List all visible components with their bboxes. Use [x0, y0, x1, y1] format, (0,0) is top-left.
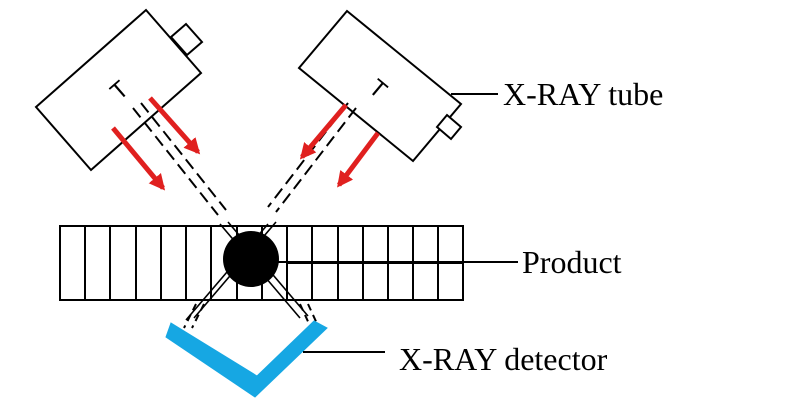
right-x-ray-tube: T	[297, 9, 463, 163]
radiation-arrow-icon	[299, 103, 348, 160]
left-beam-1	[132, 107, 219, 216]
radiation-arrow-icon	[337, 131, 380, 188]
left-tube-cap	[169, 22, 204, 57]
radiation-arrow-icon	[111, 126, 166, 191]
right-beam-1	[275, 107, 357, 213]
detected-object	[223, 231, 279, 287]
v-shaped-detector-icon	[165, 320, 328, 398]
leader-lines	[252, 93, 518, 353]
detector-beams	[183, 303, 320, 329]
radiation-arrow-icon	[148, 96, 201, 155]
product-label: Product	[522, 244, 622, 280]
left-tube-body	[34, 8, 203, 172]
x-ray-detector-label: X-RAY detector	[399, 341, 608, 377]
radiation-arrows	[111, 96, 380, 191]
left-x-ray-tube: T	[34, 8, 204, 172]
right-tube-cap	[435, 113, 463, 141]
right-tube-body	[297, 9, 463, 163]
left-beam-2	[140, 102, 227, 211]
x-ray-tube-label: X-RAY tube	[503, 76, 664, 112]
